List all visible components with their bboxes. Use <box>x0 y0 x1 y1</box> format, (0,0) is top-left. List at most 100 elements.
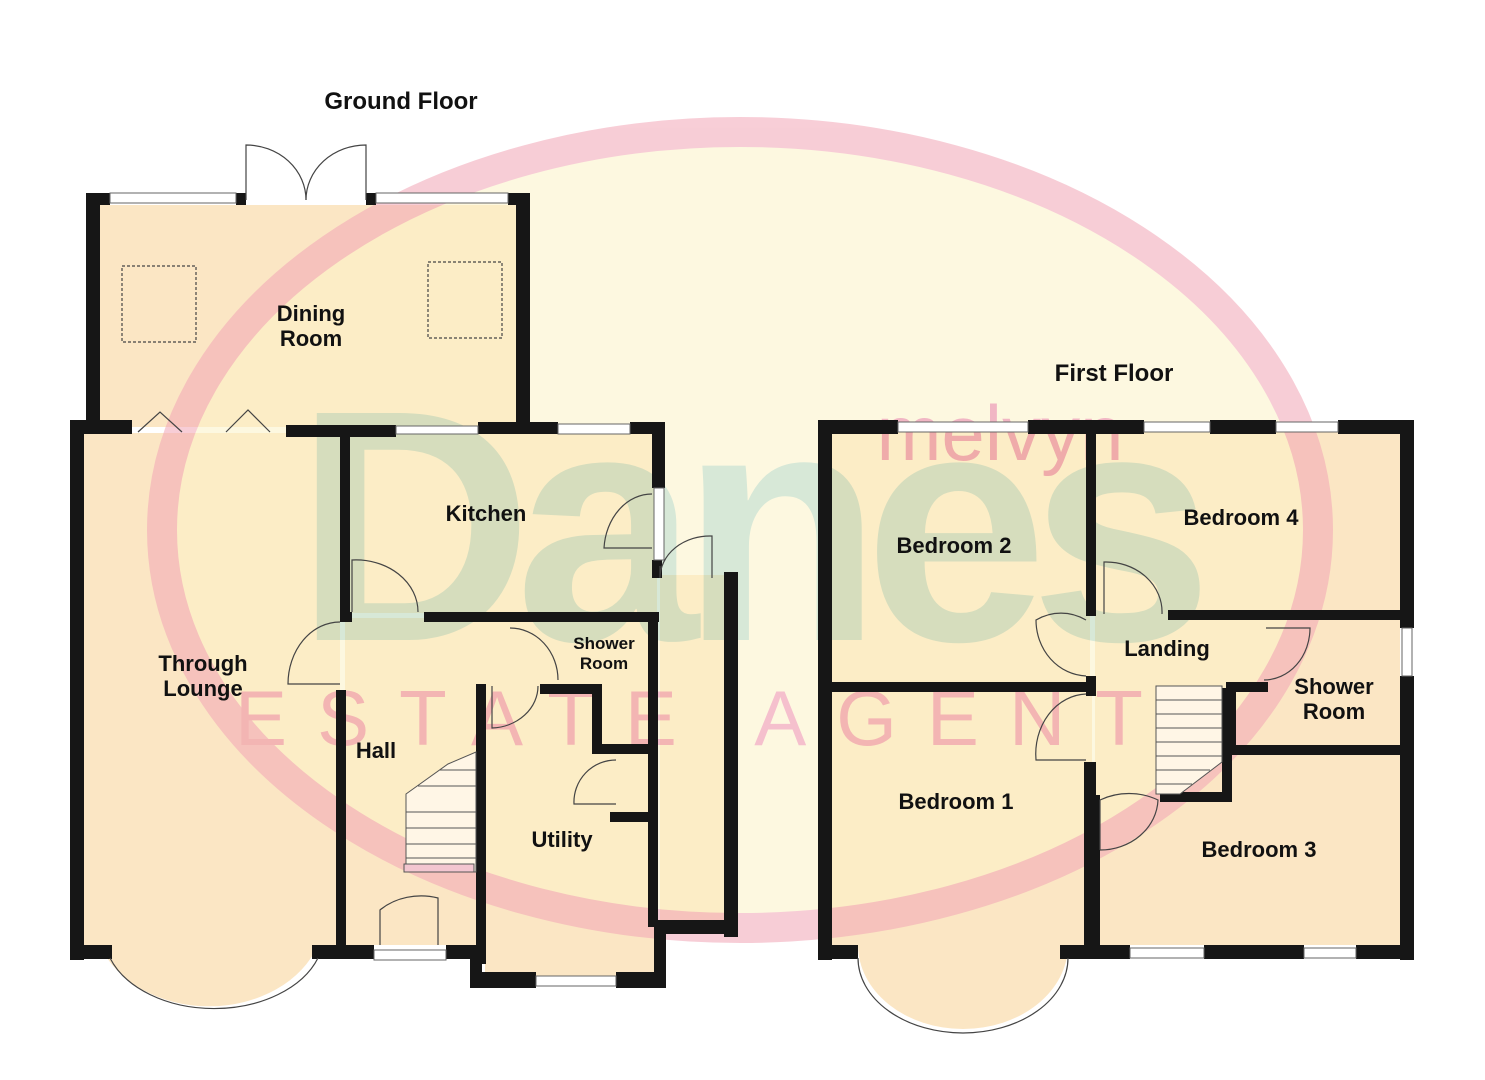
wall <box>476 684 486 964</box>
wall <box>424 612 659 622</box>
wall <box>818 945 858 959</box>
bifold-doors <box>137 409 271 433</box>
wall <box>1168 610 1403 620</box>
wall <box>652 560 662 578</box>
shower-door <box>509 627 559 681</box>
wall <box>470 972 536 988</box>
wall <box>724 572 738 937</box>
skylight <box>427 261 503 339</box>
window <box>897 421 1029 433</box>
labels: Ground Floor First Floor Dining Room Thr… <box>158 88 1374 862</box>
ground-floor-openings <box>109 144 713 1010</box>
wall <box>516 193 530 433</box>
wall <box>1092 795 1100 945</box>
wall <box>1210 420 1276 434</box>
bedroom3-door <box>1099 792 1159 851</box>
window <box>1401 627 1413 677</box>
through-lounge-label-line2: Lounge <box>163 676 242 701</box>
wall <box>818 420 898 434</box>
wall <box>610 812 652 822</box>
watermark: melvyn Danes ESTATE AGENTS <box>147 117 1333 943</box>
wall <box>86 193 110 205</box>
window <box>375 192 509 204</box>
bedroom2-label: Bedroom 2 <box>897 533 1012 558</box>
bedroom3-label: Bedroom 3 <box>1202 837 1317 862</box>
window <box>535 975 617 987</box>
first-floor-openings <box>857 421 1413 1034</box>
wall <box>540 684 600 694</box>
wall <box>366 193 376 205</box>
wall <box>654 925 666 988</box>
wall <box>1400 420 1414 628</box>
ground-floor-stairs <box>403 751 477 873</box>
window <box>395 425 479 435</box>
kitchen-label: Kitchen <box>446 501 527 526</box>
wall <box>592 744 650 754</box>
window <box>1275 421 1339 433</box>
wall <box>70 420 132 434</box>
wall <box>478 422 558 434</box>
first-floor-walls <box>818 420 1414 960</box>
watermark-brand: Danes <box>295 341 1200 710</box>
hall-label: Hall <box>356 738 396 763</box>
ff-shower-room-label-line1: Shower <box>1294 674 1374 699</box>
skylight <box>121 265 197 343</box>
ground-floor-walls <box>70 193 738 988</box>
first-floor-title: First Floor <box>1055 360 1174 387</box>
wall <box>470 945 482 988</box>
kitchen-back-door <box>603 493 653 549</box>
dining-room-label-line2: Room <box>280 326 342 351</box>
wall <box>340 612 352 622</box>
window <box>373 949 447 961</box>
wall <box>1160 792 1232 802</box>
front-door <box>379 895 439 945</box>
wall <box>340 430 350 620</box>
french-door-right <box>305 144 367 201</box>
lounge-bay-window <box>109 957 319 1010</box>
french-door-left <box>245 144 307 201</box>
wall <box>1222 688 1232 802</box>
cupboard-door <box>573 759 617 805</box>
wall <box>648 612 658 927</box>
wall <box>818 420 832 960</box>
window <box>1129 947 1205 959</box>
wall <box>1226 745 1402 755</box>
wall <box>1086 430 1096 616</box>
utility-label: Utility <box>531 827 593 852</box>
lounge-bay <box>100 945 318 1007</box>
shower-door-ff <box>1263 627 1311 681</box>
bedroom1-bay-window <box>857 957 1069 1034</box>
bedroom1-door <box>1035 693 1087 761</box>
wall <box>70 945 112 959</box>
wall <box>1086 676 1096 696</box>
wall <box>655 920 738 934</box>
window <box>653 487 665 561</box>
window <box>109 192 237 204</box>
wall <box>336 690 346 950</box>
wall <box>1400 676 1414 960</box>
bedroom1-label: Bedroom 1 <box>899 789 1014 814</box>
bedroom2-door <box>1035 612 1087 677</box>
dining-room-label-line1: Dining <box>277 301 345 326</box>
wall <box>70 420 84 960</box>
wall <box>592 684 602 754</box>
ff-shower-room-label-line2: Room <box>1303 699 1365 724</box>
wall <box>236 193 246 205</box>
wall <box>616 972 666 988</box>
wall <box>652 422 665 488</box>
gf-shower-room-label-line2: Room <box>580 654 628 673</box>
bedroom1-bay <box>858 945 1068 1029</box>
utility-door <box>491 685 539 729</box>
ground-floor-title: Ground Floor <box>324 88 477 115</box>
lounge-door <box>287 621 341 685</box>
gf-shower-room-label-line1: Shower <box>573 634 635 653</box>
stair-base <box>403 863 475 873</box>
wall <box>1204 945 1304 959</box>
wall <box>86 193 100 427</box>
first-floor-stairs <box>1155 685 1223 795</box>
bedroom4-label: Bedroom 4 <box>1184 505 1300 530</box>
store-door <box>659 535 713 579</box>
landing-label: Landing <box>1124 636 1210 661</box>
wall <box>312 945 374 959</box>
